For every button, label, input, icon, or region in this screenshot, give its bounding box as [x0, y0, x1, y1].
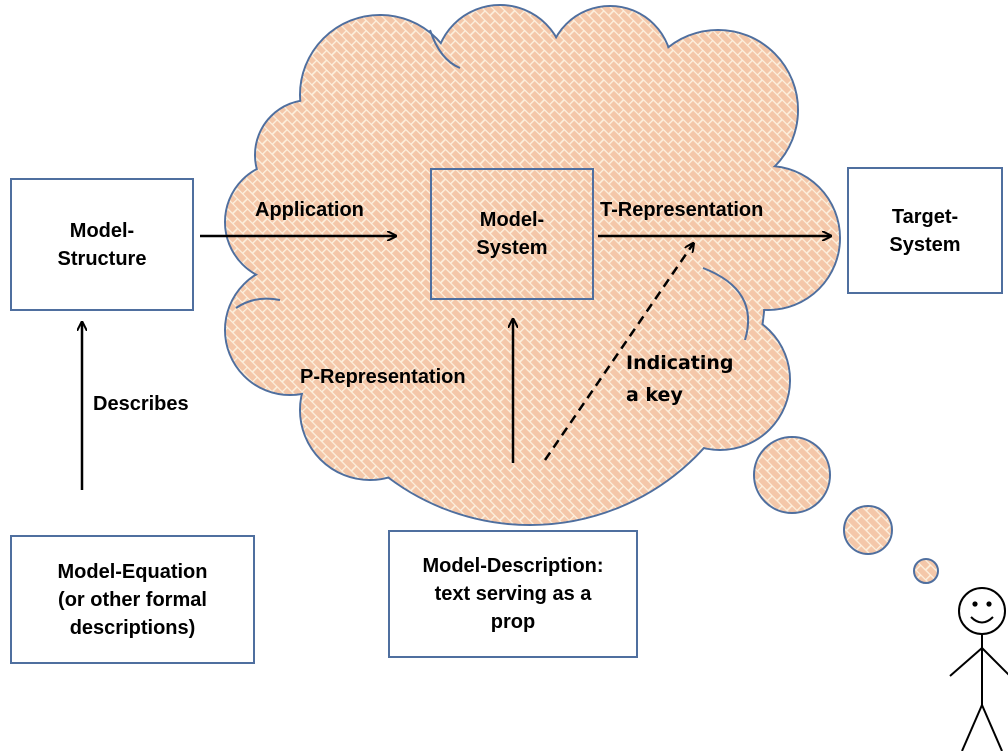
application-label: Application	[255, 199, 364, 221]
t-representation-label: T-Representation	[600, 199, 764, 221]
model-description-box: Model-Description: text serving as a pro…	[388, 530, 638, 658]
thought-bubble-icon	[753, 436, 939, 584]
model-system-box: Model- System	[430, 168, 594, 300]
describes-label: Describes	[93, 393, 189, 415]
indicating-key-arrow	[543, 244, 693, 461]
target-system-box: Target- System	[847, 167, 1003, 294]
model-equation-box: Model-Equation (or other formal descript…	[10, 535, 255, 664]
person-icon	[949, 587, 1008, 751]
thought-cloud	[224, 4, 841, 526]
indicating-key-label: Indicating a key	[626, 352, 734, 406]
model-structure-box: Model- Structure	[10, 178, 194, 311]
p-representation-label: P-Representation	[300, 366, 466, 388]
